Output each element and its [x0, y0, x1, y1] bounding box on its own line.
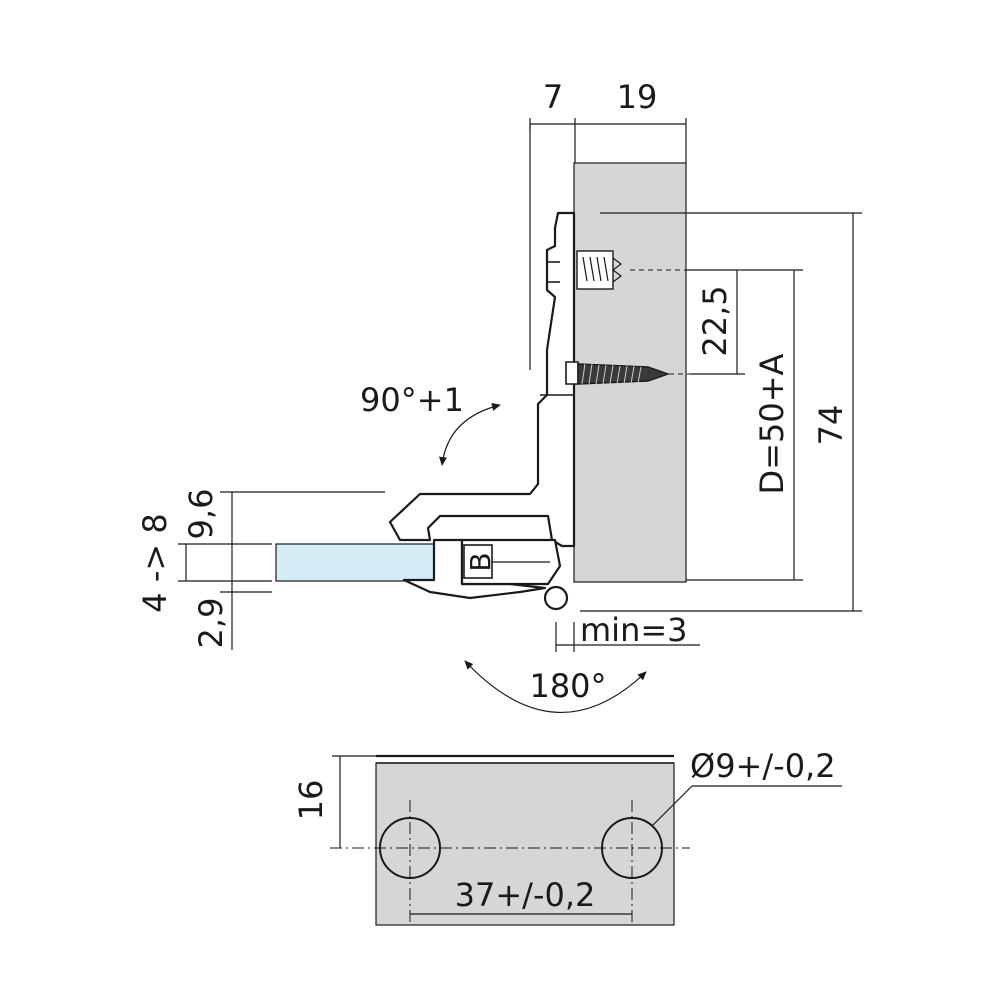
hinge-mounting-bracket: [388, 211, 576, 548]
dim-hole-diameter: Ø9+/-0,2: [690, 747, 836, 785]
dim-glass-thickness: 4 -> 8: [136, 513, 174, 612]
side-view: 7 19 74 D=50+A 22,5: [136, 78, 862, 713]
min-gap-dimension: min=3: [555, 611, 700, 652]
dim-hole-spacing: 37+/-0,2: [455, 876, 596, 914]
distance-d-dimension: D=50+A: [686, 269, 803, 581]
dim-opening-angle: 90°+1: [360, 381, 464, 419]
mounting-screw: [565, 361, 671, 385]
dim-upper-offset: 9,6: [182, 489, 220, 540]
dim-plate-height: 16: [292, 780, 330, 821]
dim-top-right-width: 19: [617, 78, 658, 116]
dim-distance-d: D=50+A: [753, 353, 791, 494]
label-b: B: [464, 552, 497, 571]
dim-screw-spacing: 22,5: [696, 285, 734, 356]
swing-arc: [464, 660, 647, 713]
top-width-dimension: 7 19: [529, 78, 687, 370]
plate-height-dimension: 16: [292, 755, 376, 848]
dim-swing-angle: 180°: [529, 667, 606, 705]
hole-spacing-dimension: 37+/-0,2: [410, 876, 632, 915]
opening-arc: [439, 403, 501, 466]
glass-pane: [275, 543, 435, 582]
mounting-insert: [576, 250, 622, 290]
dim-total-height: 74: [812, 405, 850, 446]
dim-min-gap: min=3: [580, 611, 688, 649]
screw-spacing-dimension: 22,5: [630, 269, 745, 375]
dim-top-left-width: 7: [543, 78, 563, 116]
left-offset-dimensions: 9,6 4 -> 8 2,9: [136, 489, 385, 650]
dim-lower-offset: 2,9: [192, 598, 230, 649]
hole-diameter-callout: Ø9+/-0,2: [651, 747, 842, 827]
total-height-dimension: 74: [580, 212, 862, 612]
hinge-knuckle: [543, 585, 569, 611]
plate-view: 16 Ø9+/-0,2 37+/-0,2: [292, 747, 842, 926]
